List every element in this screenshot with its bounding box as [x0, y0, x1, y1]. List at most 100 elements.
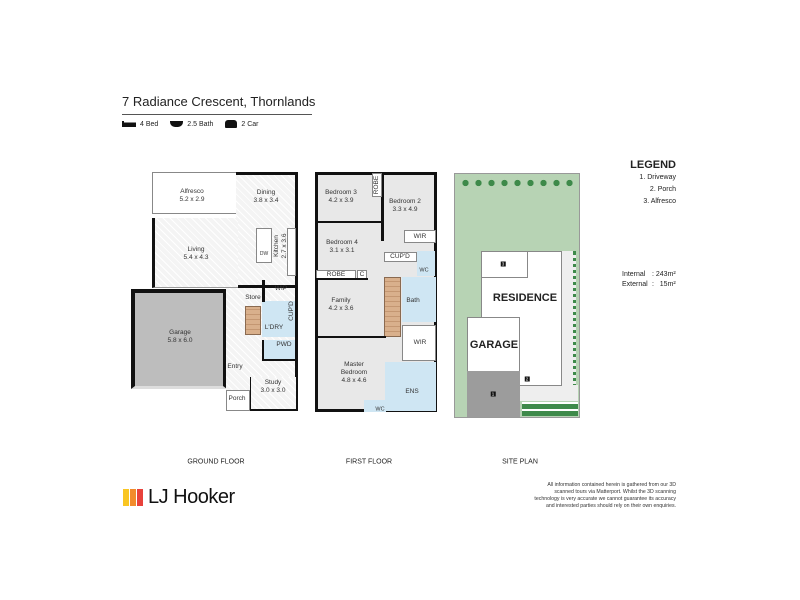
room-size: 5.4 x 4.3	[183, 254, 209, 261]
external-label: External	[622, 281, 648, 288]
bath-area	[402, 277, 436, 322]
room-name: Master	[344, 360, 364, 368]
internal-value: : 243m²	[652, 271, 676, 278]
wip-label: WIP	[274, 284, 288, 292]
ground-floor-caption: GROUND FLOOR	[187, 458, 245, 466]
wir-2-label: WIR	[413, 338, 427, 346]
porch-label: Porch	[228, 394, 246, 402]
dw-label: DW	[259, 250, 269, 257]
room-name: Study	[264, 378, 282, 386]
wir-2-area	[402, 325, 436, 361]
room-size: 5.8 x 6.0	[167, 337, 193, 344]
dining-area	[236, 172, 298, 288]
wc-2-label: WC	[375, 406, 385, 413]
legend-item: 1. Driveway	[639, 174, 676, 181]
room-name: Living	[187, 245, 205, 253]
legend-item: 2. Porch	[649, 186, 676, 193]
cupd-area	[384, 252, 417, 262]
room-size: 2.7 x 3.6	[281, 233, 288, 259]
wc-2-area	[364, 400, 386, 412]
external-value: : 15m²	[652, 281, 676, 288]
room-name: Bedroom 2	[389, 197, 421, 205]
bed-icon	[122, 121, 136, 127]
living-area	[152, 218, 238, 288]
cupboard-label: C	[359, 270, 365, 278]
kitchen-bench	[287, 228, 296, 276]
room-size: 4.2 x 3.9	[328, 197, 354, 204]
bath-label: 2.5 Bath	[187, 120, 214, 128]
car-icon	[225, 120, 238, 128]
ground-stairs	[245, 306, 261, 335]
cupd-label: CUP'D	[390, 252, 410, 260]
study-area	[250, 377, 298, 411]
laundry-label: L'DRY	[264, 323, 284, 331]
wall	[316, 278, 368, 280]
room-name: Family	[331, 296, 351, 304]
room-size: 3.8 x 3.4	[253, 197, 279, 204]
kitchen-island	[256, 228, 272, 263]
bedroom-3-area	[316, 173, 382, 223]
disclaimer: All information contained herein is gath…	[534, 482, 676, 510]
wall	[262, 280, 265, 302]
legend-item: 3. Alfresco	[643, 198, 676, 205]
room-size: 3.1 x 3.1	[329, 247, 355, 254]
lj-hooker-logo: LJ Hooker	[123, 486, 235, 509]
room-size: 4.8 x 4.6	[341, 377, 367, 385]
garage-label: GARAGE	[469, 339, 519, 351]
title-divider	[122, 114, 312, 115]
garage-area	[131, 289, 227, 389]
ensuite-area	[385, 362, 436, 411]
bed-feature: 4 Bed	[122, 121, 158, 128]
cupd-label: CUP'D	[287, 301, 295, 321]
wall	[381, 173, 384, 241]
room-name: Alfresco	[180, 187, 204, 195]
room-size: 4.2 x 3.6	[328, 305, 354, 312]
porch-area	[226, 390, 250, 411]
disclaimer-line: scanned tours via Matterport. Whilst the…	[554, 489, 676, 495]
wc-label: WC	[419, 267, 429, 274]
robe-label: ROBE	[372, 175, 380, 195]
ensuite-label: ENS	[405, 387, 419, 395]
room-size: 3.0 x 3.0	[260, 387, 286, 394]
store-label: Store	[245, 293, 261, 301]
car-feature: 2 Car	[225, 120, 259, 128]
disclaimer-line: and interested parties should rely on th…	[545, 503, 676, 509]
marker-1: 1	[490, 391, 496, 397]
legend: LEGEND 1. Driveway 2. Porch 3. Alfresco	[630, 158, 676, 208]
marker-3: 3	[500, 261, 506, 267]
room-name: Garage	[169, 328, 191, 336]
features-row: 4 Bed 2.5 Bath 2 Car	[122, 120, 259, 128]
room-name-2: Bedroom	[340, 368, 368, 376]
room-size: 5.2 x 2.9	[179, 196, 205, 203]
area-summary: Internal : 243m² External : 15m²	[622, 270, 676, 290]
powder-label: PWD	[276, 340, 292, 348]
side-path	[561, 251, 576, 401]
internal-label: Internal	[622, 271, 646, 278]
laundry-area	[262, 301, 298, 337]
wir-1-area	[404, 230, 436, 243]
disclaimer-line: All information contained herein is gath…	[547, 482, 676, 488]
residence-label: RESIDENCE	[492, 292, 558, 304]
wall	[295, 280, 298, 411]
car-label: 2 Car	[241, 120, 259, 128]
room-name: Dining	[256, 188, 276, 196]
bed-label: 4 Bed	[140, 120, 159, 128]
logo-text: LJ Hooker	[148, 486, 235, 508]
page-title: 7 Radiance Crescent, Thornlands	[122, 94, 316, 109]
robe-area	[372, 173, 382, 197]
first-floor-stairs	[384, 277, 401, 337]
hedge-row	[459, 179, 573, 187]
bath-label: Bath	[406, 296, 420, 304]
robe-2-label: ROBE	[326, 270, 346, 278]
room-name: Bedroom 3	[325, 188, 357, 196]
